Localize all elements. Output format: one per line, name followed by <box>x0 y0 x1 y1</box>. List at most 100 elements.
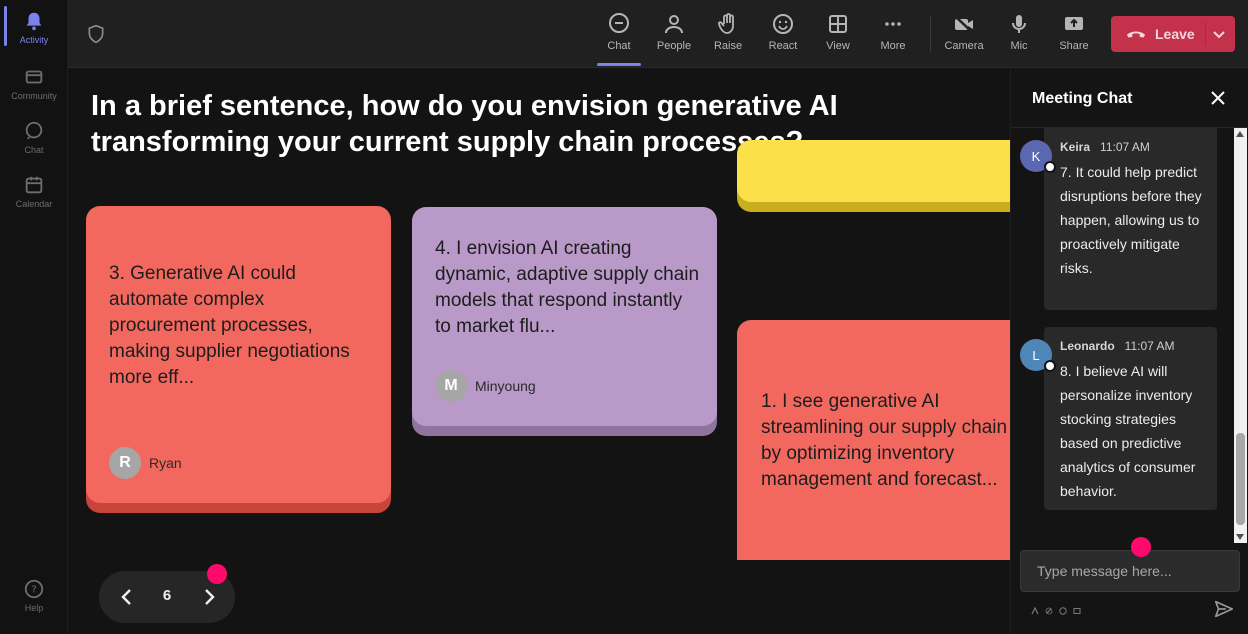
camera-off-icon <box>954 15 974 34</box>
chat-header: Meeting Chat <box>1011 68 1248 128</box>
message-text: 7. It could help predict disruptions bef… <box>1060 164 1202 276</box>
toolbar-camera-label: Camera <box>944 40 984 52</box>
toolbar-react-button[interactable]: React <box>755 10 811 64</box>
chat-icon <box>609 13 629 33</box>
toolbar-mic-label: Mic <box>1010 40 1028 52</box>
more-dots-icon <box>885 22 901 26</box>
author-name: Minyoung <box>475 378 536 394</box>
page-number: 6 <box>162 587 172 604</box>
rail-label-chat: Chat <box>24 145 44 155</box>
gif-icon[interactable] <box>1073 602 1081 614</box>
rail-item-community[interactable]: Community <box>0 66 68 101</box>
toolbar-react-label: React <box>768 40 798 52</box>
chevron-left-icon[interactable] <box>115 585 139 609</box>
toolbar-view-label: View <box>826 40 850 52</box>
calendar-icon <box>25 176 43 194</box>
send-icon[interactable] <box>1213 598 1235 620</box>
grid-view-icon <box>829 15 847 33</box>
meeting-toolbar: Chat People Raise React View More Camera… <box>68 0 1248 68</box>
leave-split-divider <box>1205 22 1206 46</box>
response-card[interactable] <box>737 140 1010 212</box>
svg-text:?: ? <box>31 585 36 596</box>
card-text: 3. Generative AI could automate complex … <box>109 263 350 388</box>
smiley-icon <box>773 14 793 34</box>
chat-message-input[interactable] <box>1020 550 1240 592</box>
scroll-down-arrow[interactable] <box>1236 534 1244 540</box>
raise-hand-icon <box>718 13 734 34</box>
people-icon <box>665 15 683 34</box>
toolbar-divider <box>930 16 931 52</box>
card-author: R Ryan <box>109 447 182 479</box>
attach-icon[interactable] <box>1045 602 1053 615</box>
active-tab-indicator <box>597 63 641 66</box>
card-text: 1. I see generative AI streamlining our … <box>761 391 1008 490</box>
rail-label-activity: Activity <box>19 35 49 45</box>
close-icon[interactable] <box>1209 89 1227 107</box>
question-title: In a brief sentence, how do you envision… <box>91 90 838 158</box>
community-icon <box>25 70 43 84</box>
emoji-icon[interactable] <box>1059 602 1067 615</box>
shield-icon[interactable] <box>86 24 106 44</box>
response-card[interactable]: 3. Generative AI could automate complex … <box>86 206 391 513</box>
toolbar-people-button[interactable]: People <box>646 10 702 64</box>
response-card[interactable]: 1. I see generative AI streamlining our … <box>737 320 1010 560</box>
bell-icon <box>26 12 42 31</box>
toolbar-mic-button[interactable]: Mic <box>991 10 1047 64</box>
app-rail: Activity Community Chat Calendar ? Help <box>0 0 68 634</box>
card-face <box>737 140 1010 202</box>
chevron-down-icon[interactable] <box>1211 26 1227 42</box>
notification-dot <box>207 564 227 584</box>
rail-item-help[interactable]: ? Help <box>0 578 68 613</box>
rail-item-chat[interactable]: Chat <box>0 120 68 155</box>
card-text: 4. I envision AI creating dynamic, adapt… <box>435 238 700 337</box>
format-icon[interactable] <box>1031 602 1039 615</box>
chat-message: Keira 11:07 AM 7. It could help predict d… <box>1044 128 1217 310</box>
hang-up-icon <box>1126 31 1146 38</box>
card-author: M Minyoung <box>435 370 536 402</box>
message-time: 11:07 AM <box>1100 140 1150 154</box>
help-icon: ? <box>24 579 44 599</box>
rail-active-indicator <box>4 6 7 46</box>
share-screen-icon <box>1065 17 1083 30</box>
rail-label-help: Help <box>24 603 44 613</box>
toolbar-raise-label: Raise <box>713 40 743 52</box>
presentation-stage: In a brief sentence, how do you envision… <box>68 68 1010 634</box>
author-name: Ryan <box>149 455 182 471</box>
sender-name: Keira <box>1060 140 1091 154</box>
chevron-right-icon[interactable] <box>197 585 221 609</box>
toolbar-share-label: Share <box>1059 40 1089 52</box>
presence-status <box>1044 161 1056 173</box>
card-face <box>737 320 1010 560</box>
avatar-initial: K <box>1031 148 1041 164</box>
toolbar-share-button[interactable]: Share <box>1046 10 1102 64</box>
meeting-chat-panel: Meeting Chat Keira 11:07 AM 7. It could h… <box>1010 68 1248 634</box>
toolbar-chat-button[interactable]: Chat <box>591 10 647 66</box>
avatar: K <box>1020 140 1056 173</box>
chat-bubble-icon <box>25 121 43 140</box>
scroll-thumb[interactable] <box>1236 433 1245 525</box>
scroll-up-arrow[interactable] <box>1236 131 1244 137</box>
leave-label: Leave <box>1155 26 1195 42</box>
format-toolbar <box>1031 602 1081 615</box>
toolbar-people-label: People <box>656 40 692 52</box>
toolbar-more-button[interactable]: More <box>865 10 921 64</box>
avatar: R <box>109 447 141 479</box>
rail-item-calendar[interactable]: Calendar <box>0 174 68 209</box>
toolbar-camera-button[interactable]: Camera <box>936 10 992 64</box>
message-text: 8. I believe AI will personalize invento… <box>1060 363 1196 499</box>
chat-scrollbar[interactable] <box>1234 128 1247 543</box>
leave-button[interactable]: Leave <box>1111 16 1235 52</box>
microphone-icon <box>1012 15 1026 33</box>
chat-title: Meeting Chat <box>1032 90 1133 107</box>
rail-item-activity[interactable]: Activity <box>0 10 68 45</box>
avatar: L <box>1020 339 1056 372</box>
message-time: 11:07 AM <box>1124 339 1175 353</box>
toolbar-view-button[interactable]: View <box>810 10 866 64</box>
chat-message-list[interactable]: Keira 11:07 AM 7. It could help predict d… <box>1011 128 1248 543</box>
toolbar-raise-button[interactable]: Raise <box>700 10 756 64</box>
response-card[interactable]: 4. I envision AI creating dynamic, adapt… <box>412 207 717 436</box>
toolbar-more-label: More <box>880 40 906 52</box>
message-meta: Keira 11:07 AM <box>1060 140 1150 154</box>
